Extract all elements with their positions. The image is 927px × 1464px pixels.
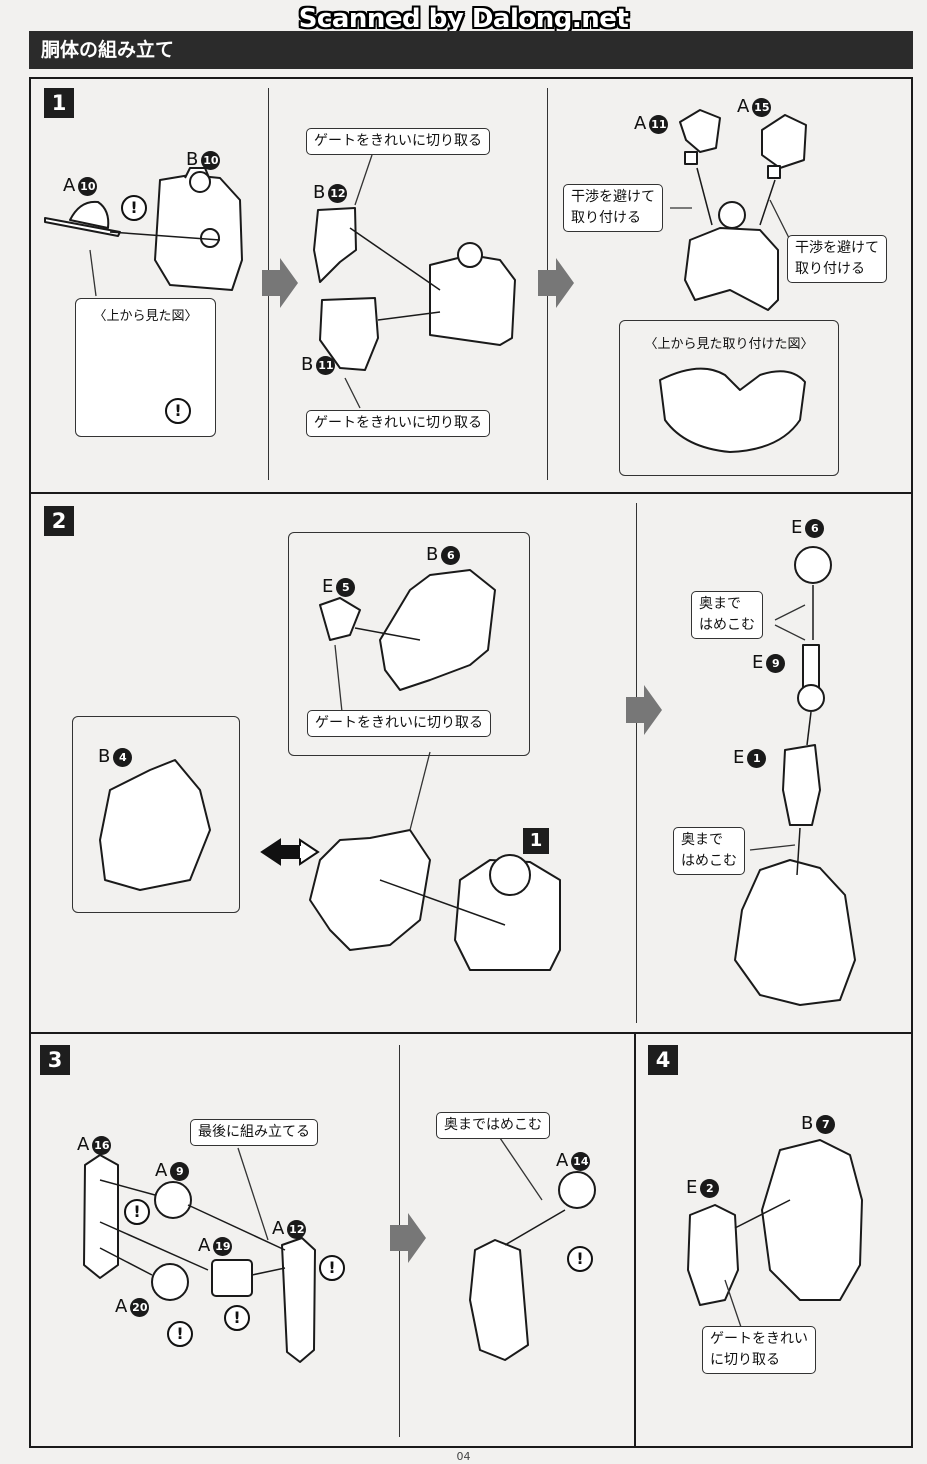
- attached-view-title: 〈上から見た取り付けた図〉: [644, 337, 814, 352]
- note-line: ゲートをきれい: [710, 1331, 808, 1347]
- avoid-interference-note: 干渉を避けて 取り付ける: [787, 235, 887, 283]
- divider: [636, 503, 637, 1023]
- warning-icon: !: [165, 398, 191, 424]
- warning-icon: !: [121, 195, 147, 221]
- section-header: 胴体の組み立て: [29, 31, 913, 69]
- divider: [634, 1032, 636, 1448]
- step-number: 1: [44, 88, 74, 118]
- note-line: 干渉を避けて: [795, 240, 879, 256]
- note-line: 奥まで: [699, 596, 741, 612]
- warning-icon: !: [167, 1321, 193, 1347]
- step-number: 2: [44, 506, 74, 536]
- top-view-inset: 〈上から見た図〉: [75, 298, 216, 437]
- gate-note: ゲートをきれいに切り取る: [307, 710, 491, 737]
- step-number: 4: [648, 1045, 678, 1075]
- press-fully-note: 奥まではめこむ: [436, 1112, 550, 1139]
- warning-icon: !: [224, 1305, 250, 1331]
- press-fully-note: 奥まで はめこむ: [691, 591, 763, 639]
- warning-icon: !: [124, 1199, 150, 1225]
- gate-note: ゲートをきれいに切り取る: [306, 410, 490, 437]
- gate-note: ゲートをきれいに切り取る: [306, 128, 490, 155]
- part-b4-inset: [72, 716, 240, 913]
- step-reference: 1: [523, 828, 549, 854]
- top-view-title: 〈上から見た図〉: [93, 309, 198, 324]
- page-number: 04: [456, 1450, 471, 1463]
- gate-note: ゲートをきれい に切り取る: [702, 1326, 816, 1374]
- note-line: 取り付ける: [795, 261, 865, 277]
- step-number: 3: [40, 1045, 70, 1075]
- note-line: 干渉を避けて: [571, 189, 655, 205]
- press-fully-note: 奥まで はめこむ: [673, 827, 745, 875]
- assemble-last-note: 最後に組み立てる: [190, 1119, 318, 1146]
- note-line: 取り付ける: [571, 210, 641, 226]
- note-line: はめこむ: [681, 853, 737, 869]
- note-line: 奥まで: [681, 832, 723, 848]
- note-line: に切り取る: [710, 1352, 780, 1368]
- warning-icon: !: [567, 1246, 593, 1272]
- attached-top-view-inset: 〈上から見た取り付けた図〉: [619, 320, 839, 476]
- note-line: はめこむ: [699, 617, 755, 633]
- watermark: Scanned by Dalong.net: [298, 4, 629, 34]
- detail-inset: [288, 532, 530, 756]
- warning-icon: !: [319, 1255, 345, 1281]
- step-3-4-frame: [29, 1032, 913, 1448]
- avoid-interference-note: 干渉を避けて 取り付ける: [563, 184, 663, 232]
